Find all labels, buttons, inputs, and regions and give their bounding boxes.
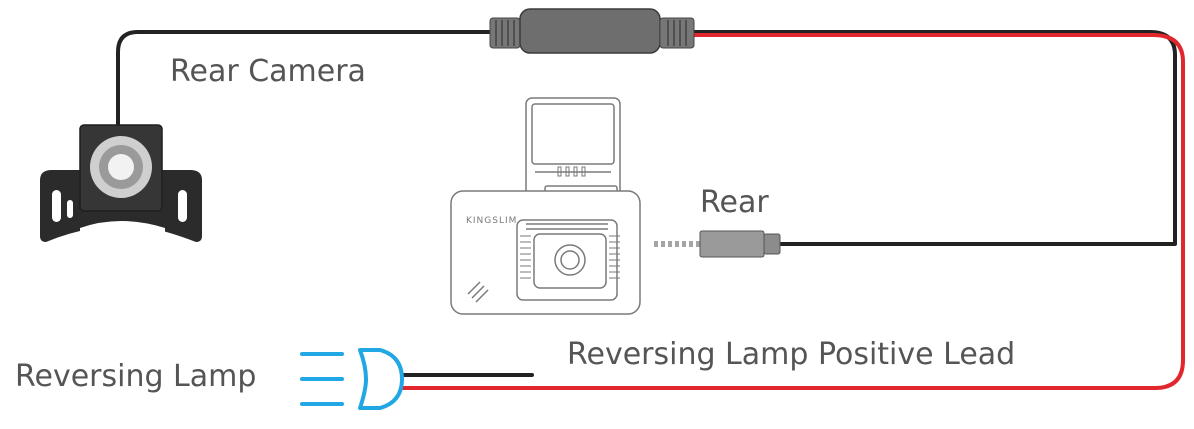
inline-connector-icon (489, 8, 695, 54)
lamp-positive-lead-label: Reversing Lamp Positive Lead (567, 337, 1016, 372)
red-wire (398, 33, 1185, 390)
rear-port-label: Rear (700, 185, 769, 220)
rear-camera-icon (40, 124, 202, 244)
reversing-lamp-icon (300, 348, 404, 410)
dashcam-icon (450, 97, 641, 315)
reversing-lamp-label: Reversing Lamp (15, 359, 257, 394)
dashcam-brand: KINGSLIM (466, 216, 517, 226)
rear-camera-label: Rear Camera (170, 54, 366, 89)
audio-jack-plug-icon (654, 230, 781, 258)
